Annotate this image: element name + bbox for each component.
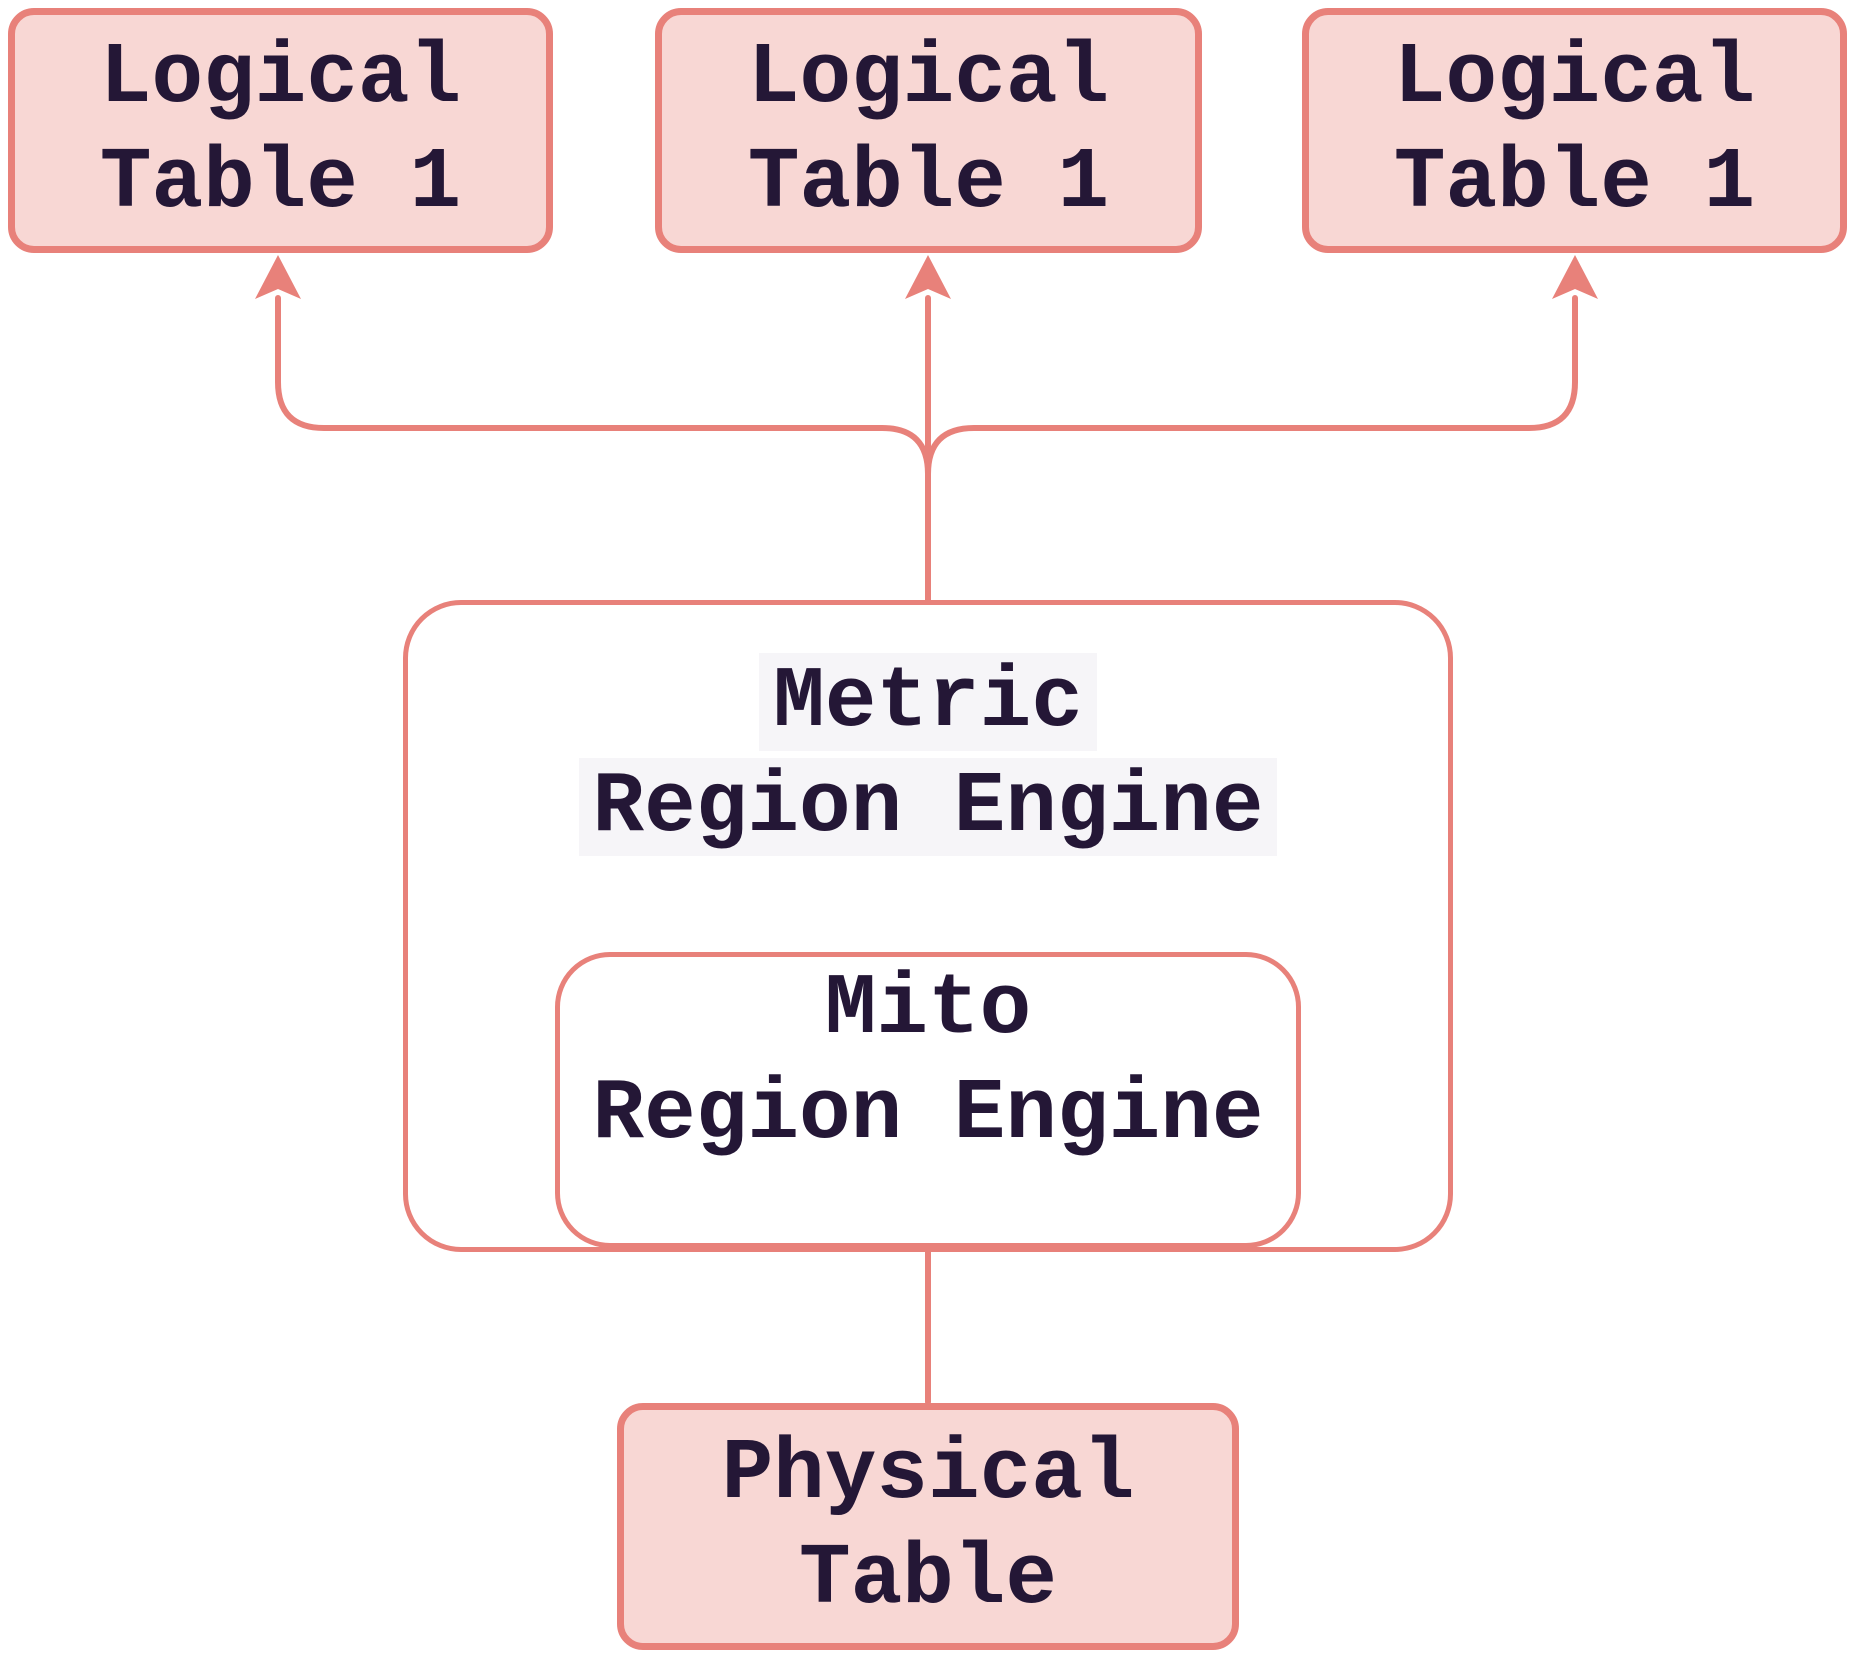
node-mito-region-engine: Mito Region Engine — [555, 952, 1301, 1248]
node-label-line: Table 1 — [99, 133, 462, 232]
node-label-line: Logical — [99, 28, 462, 127]
node-label-line: Region Engine — [592, 1065, 1264, 1163]
node-label-line: Logical — [747, 28, 1110, 127]
edge-metric-to-left-table — [275, 295, 931, 604]
node-label-line: Metric — [408, 650, 1448, 755]
node-physical-table: Physical Table — [617, 1403, 1239, 1650]
node-label-line: Mito — [824, 960, 1032, 1058]
node-label-line: Physical — [721, 1424, 1135, 1523]
node-label-line: Region Engine — [408, 755, 1448, 860]
arrowhead-up-right-icon — [1552, 255, 1598, 299]
arrowhead-up-center-icon — [905, 255, 951, 299]
node-logical-table-right: Logical Table 1 — [1302, 8, 1847, 253]
node-label-line: Table 1 — [1393, 133, 1756, 232]
arrowhead-up-left-icon — [255, 255, 301, 299]
node-label-line: Table 1 — [747, 133, 1110, 232]
node-label-line: Table — [798, 1529, 1058, 1628]
node-logical-table-center: Logical Table 1 — [655, 8, 1202, 253]
edge-metric-to-right-table — [925, 295, 1578, 604]
node-label-line: Logical — [1393, 28, 1756, 127]
metric-region-engine-label: Metric Region Engine — [408, 650, 1448, 860]
node-logical-table-left: Logical Table 1 — [8, 8, 553, 253]
